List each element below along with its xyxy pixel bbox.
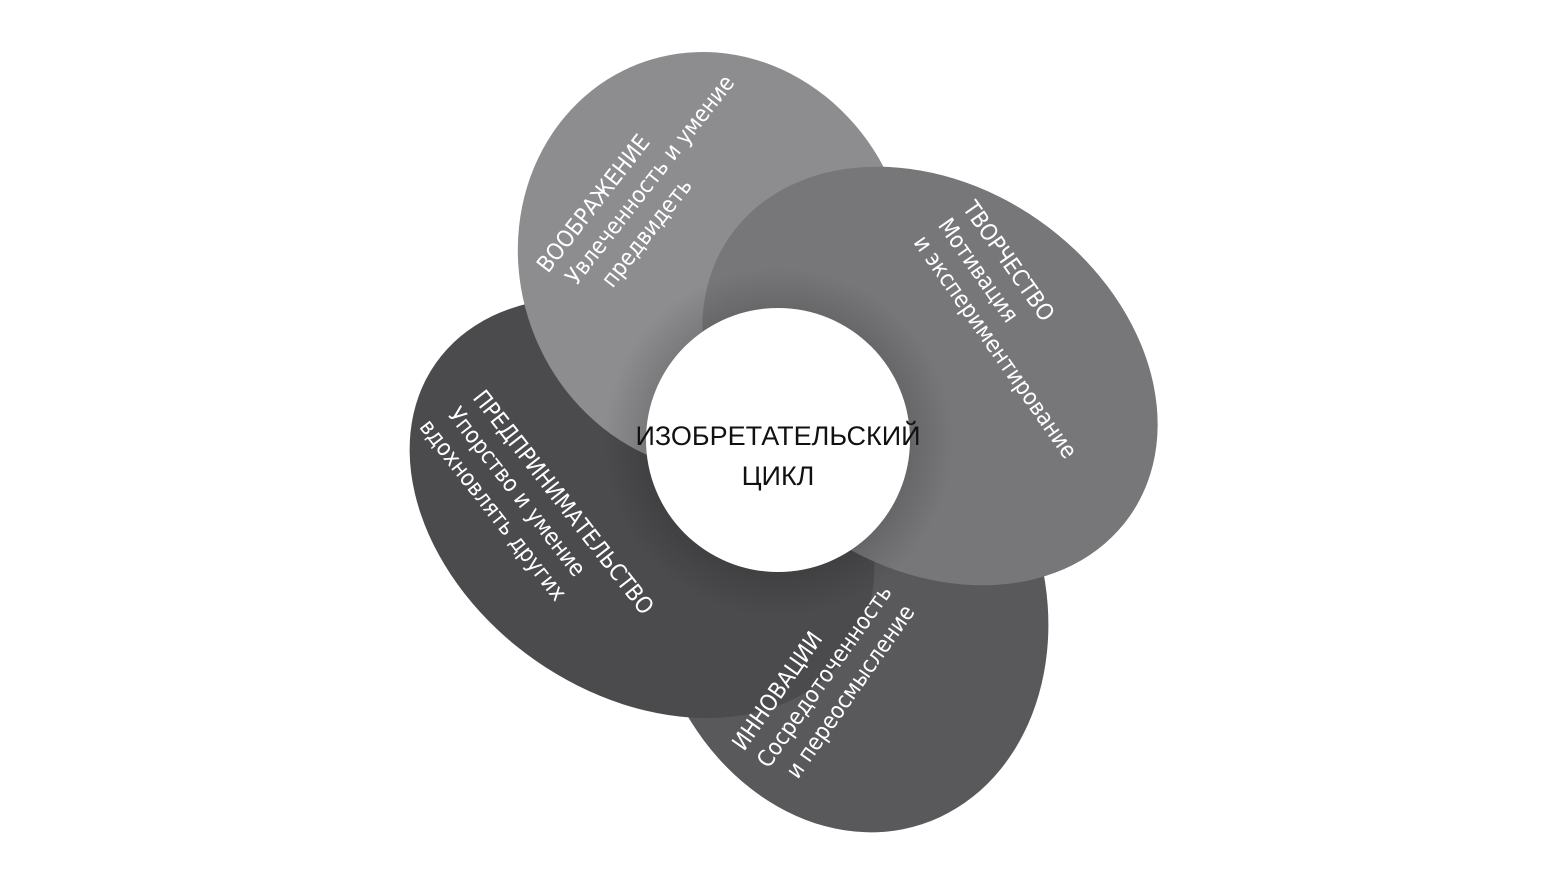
center-circle [646, 308, 910, 572]
center-title-line1: ИЗОБРЕТАТЕЛЬСКИЙ [635, 420, 920, 451]
center-title-line2: ЦИКЛ [742, 461, 815, 491]
